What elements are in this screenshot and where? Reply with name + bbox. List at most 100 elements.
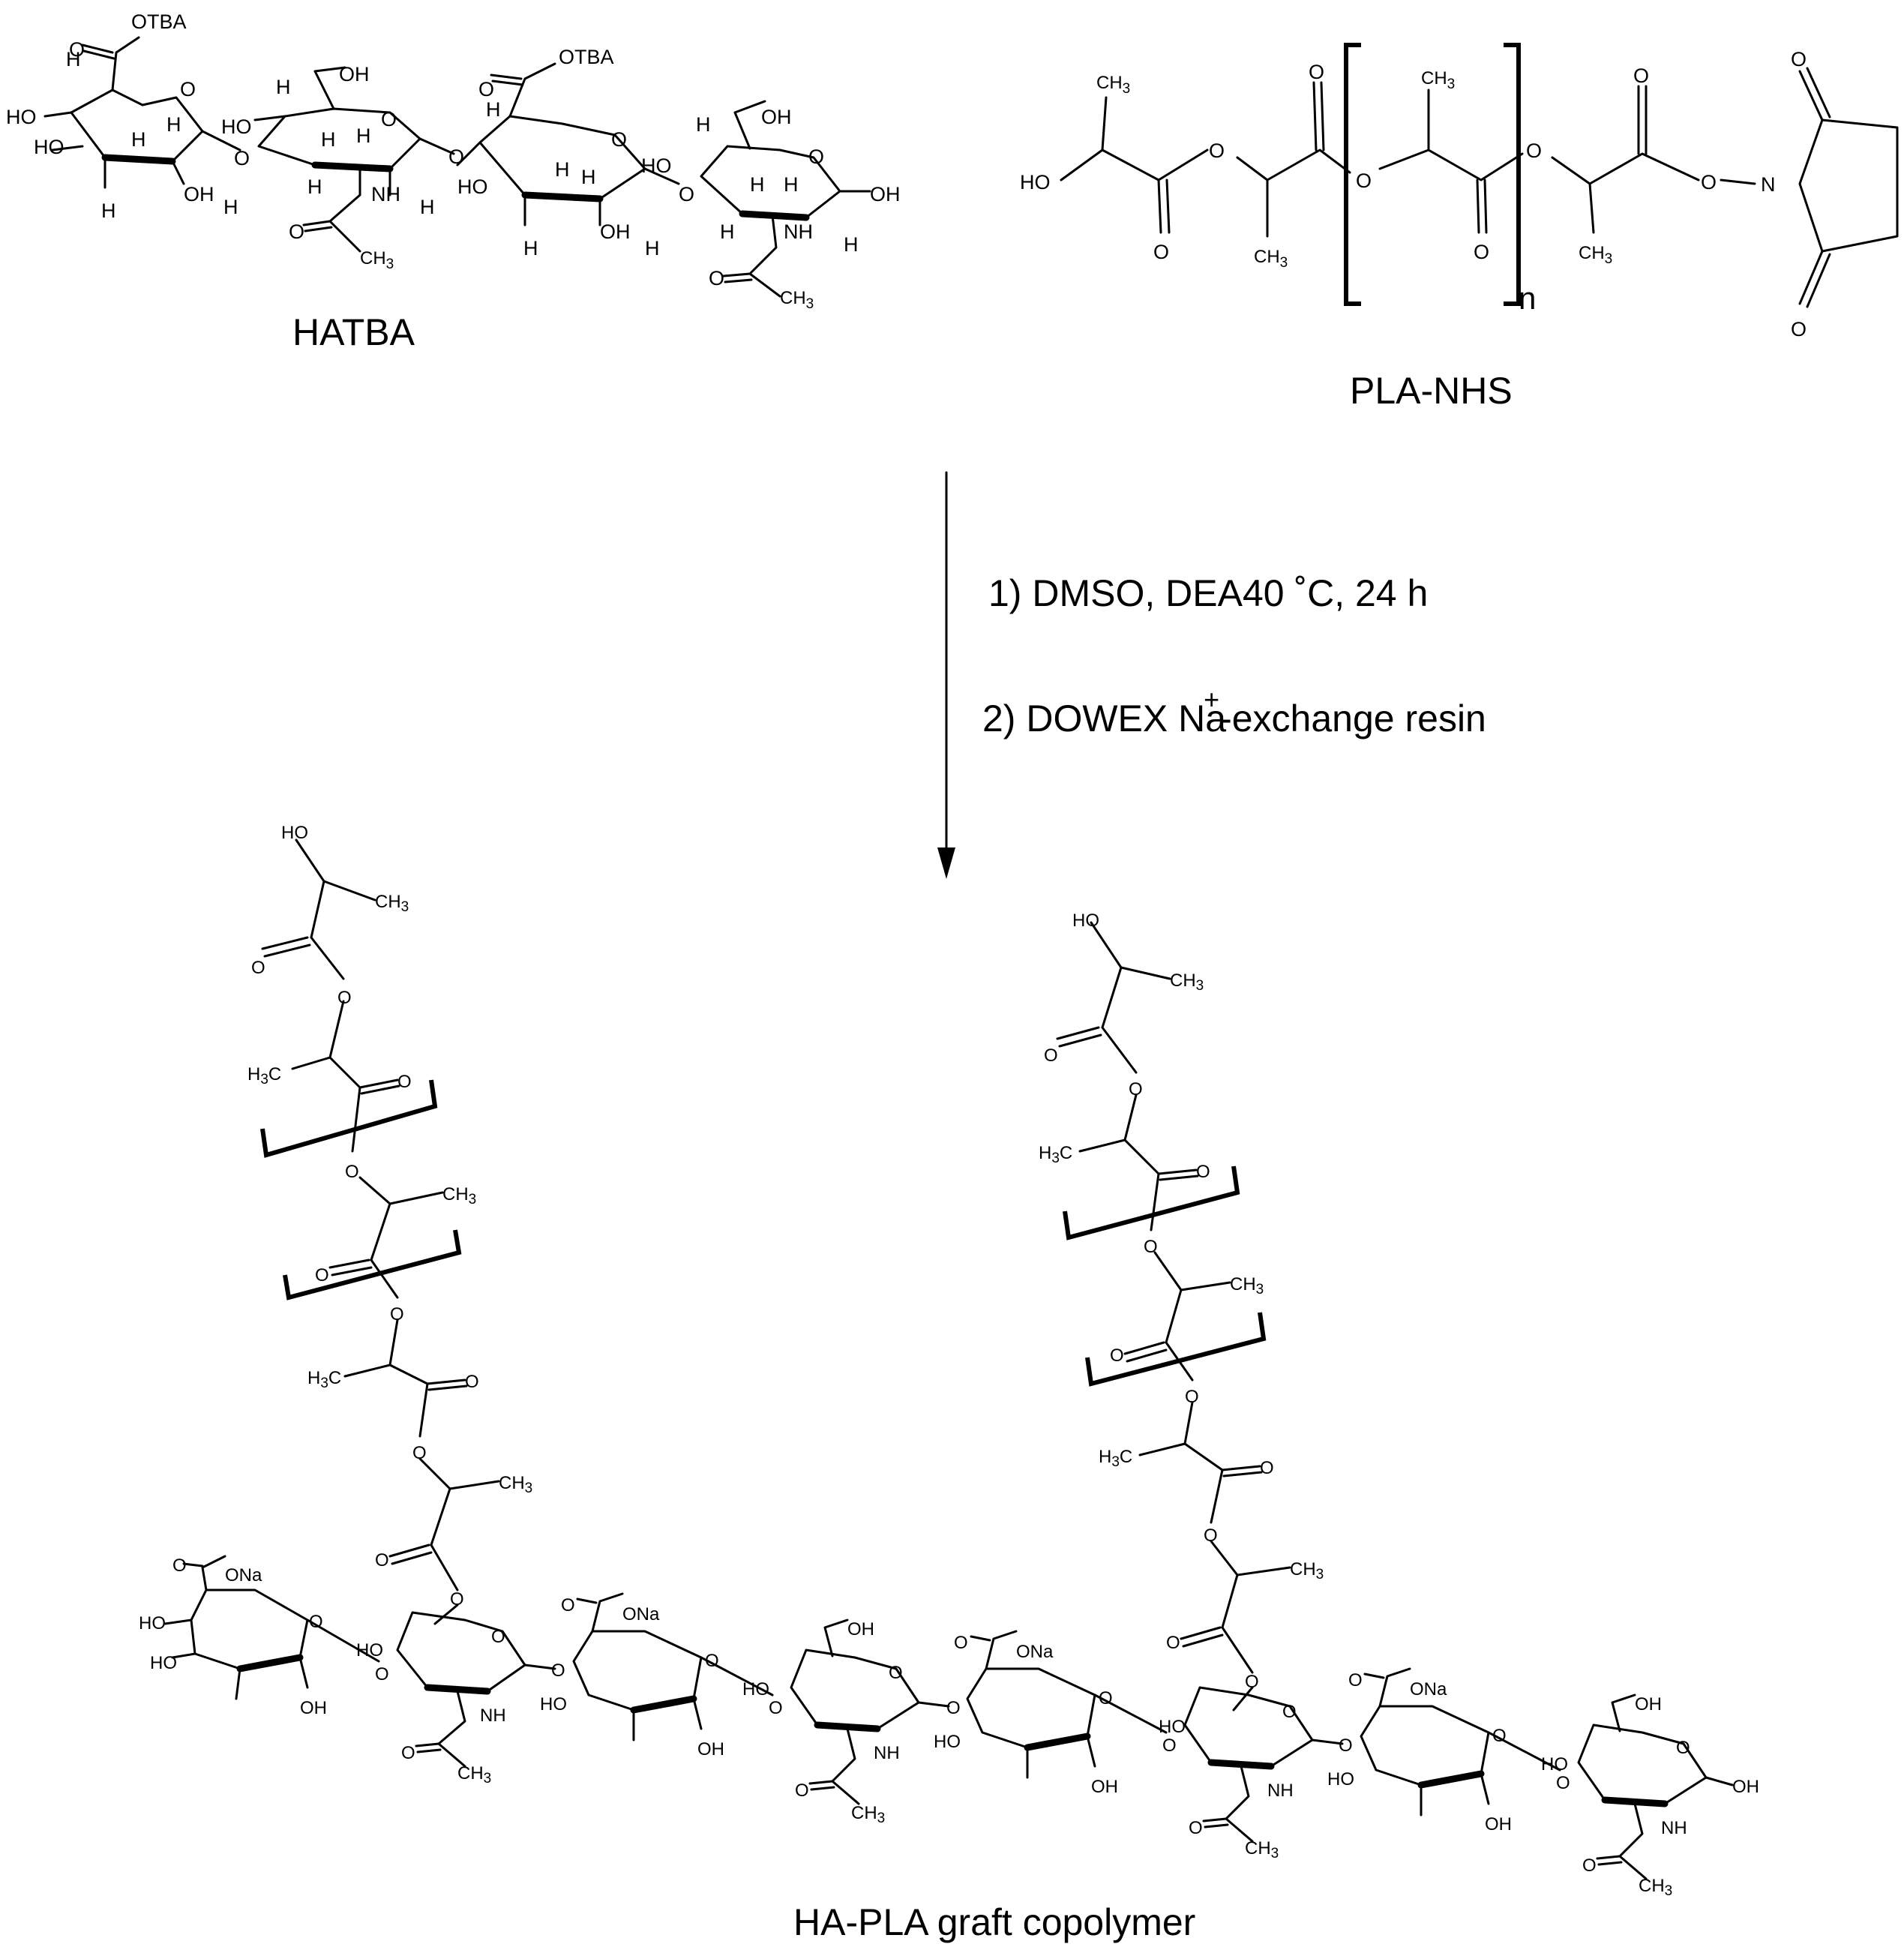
hatba-ch3: CH3 — [360, 248, 394, 272]
prod-o: O — [491, 1627, 505, 1647]
prod-o: O — [1260, 1458, 1274, 1478]
prod-o: O — [561, 1595, 575, 1616]
hatba-h: H — [581, 166, 596, 188]
pla-o: O — [1791, 318, 1807, 340]
prod-ch3: CH3 — [851, 1803, 885, 1826]
prod-o: O — [1676, 1738, 1690, 1758]
hatba-o: O — [381, 108, 397, 130]
prod-o: O — [769, 1698, 783, 1718]
pla-ch3: CH3 — [1096, 73, 1130, 97]
prod-ch3: CH3 — [442, 1184, 476, 1208]
product-structure: HO CH3 O O H3C O O CH3 O O H3C O O CH3 O… — [139, 823, 1759, 1899]
prod-o: O — [1582, 1856, 1597, 1876]
prod-ona: ONa — [225, 1565, 262, 1586]
hatba-h: H — [66, 48, 81, 70]
prod-oh: OH — [1485, 1814, 1512, 1834]
hatba-o: O — [289, 220, 304, 243]
prod-h3c: H3C — [247, 1064, 281, 1088]
hatba-h: H — [555, 158, 570, 181]
prod-ona: ONa — [1016, 1642, 1054, 1662]
pla-repeat-index: n — [1519, 280, 1536, 316]
pla-ho: HO — [1020, 171, 1051, 194]
prod-o: O — [1204, 1526, 1218, 1546]
hatba-h: H — [420, 196, 435, 218]
pla-o: O — [1633, 64, 1649, 87]
hatba-o: O — [478, 78, 494, 100]
prod-o: O — [1556, 1773, 1570, 1793]
prod-o: O — [251, 958, 265, 978]
prod-o: O — [795, 1780, 809, 1801]
prod-ch3: CH3 — [375, 892, 409, 915]
hatba-h: H — [486, 98, 501, 121]
prod-oh: OH — [300, 1698, 327, 1718]
prod-o: O — [705, 1651, 719, 1671]
pla-ch3: CH3 — [1579, 243, 1612, 267]
hatba-h: H — [223, 196, 238, 218]
hatba-h: H — [276, 76, 291, 98]
prod-ch3: CH3 — [1290, 1559, 1324, 1582]
product-label: HA-PLA graft copolymer — [793, 1901, 1195, 1943]
prod-o: O — [412, 1443, 427, 1463]
hatba-h: H — [784, 173, 799, 196]
prod-o: O — [1044, 1046, 1058, 1066]
prod-h3c: H3C — [1039, 1143, 1072, 1166]
hatba-oh: OH — [600, 220, 631, 243]
hatba-o: O — [69, 38, 85, 61]
prod-ho: HO — [934, 1732, 961, 1752]
prod-ho: HO — [1327, 1769, 1354, 1790]
prod-h3c: H3C — [307, 1368, 341, 1391]
prod-h3c: H3C — [1099, 1447, 1132, 1470]
prod-o: O — [1110, 1346, 1124, 1366]
pla-ch3: CH3 — [1421, 68, 1455, 92]
pla-o: O — [1701, 171, 1717, 194]
hatba-ho: HO — [641, 154, 672, 177]
pla-o: O — [1309, 61, 1324, 83]
hatba-oh: OH — [339, 63, 370, 86]
hatba-h: H — [645, 237, 660, 260]
pla-o: O — [1209, 140, 1225, 162]
hatba-ho: HO — [457, 176, 488, 198]
pla-o: O — [1356, 170, 1372, 192]
prod-ho: HO — [1159, 1717, 1186, 1737]
hatba-ho: HO — [6, 106, 37, 128]
prod-o: O — [1492, 1726, 1507, 1746]
hatba-o: O — [709, 267, 724, 290]
prod-o: O — [1282, 1702, 1297, 1722]
prod-o: O — [315, 1265, 329, 1286]
prod-o: O — [1162, 1736, 1177, 1756]
hatba-h: H — [356, 124, 371, 147]
hatba-structure: OTBA O HO HO OH O O OH HO O NH O CH3 O O… — [6, 10, 901, 312]
prod-o: O — [1348, 1670, 1363, 1690]
prod-ch3: CH3 — [1245, 1838, 1279, 1862]
pla-n: N — [1761, 173, 1776, 196]
hatba-ch3: CH3 — [780, 288, 814, 312]
prod-o: O — [375, 1550, 389, 1570]
hatba-otba-2: OTBA — [559, 46, 614, 68]
prod-ho: HO — [742, 1679, 769, 1700]
prod-o: O — [1166, 1633, 1180, 1653]
hatba-h: H — [523, 237, 538, 260]
prod-ch3: CH3 — [457, 1763, 491, 1786]
prod-oh: OH — [1732, 1777, 1759, 1797]
prod-o: O — [397, 1072, 412, 1092]
hatba-h: H — [750, 173, 765, 196]
hatba-h: H — [720, 220, 735, 243]
prod-o: O — [465, 1372, 479, 1392]
hatba-o: O — [180, 78, 196, 100]
hatba-oh: OH — [184, 183, 214, 206]
hatba-oh: OH — [870, 183, 901, 206]
reaction-arrow — [937, 471, 955, 879]
pla-nhs-label: PLA-NHS — [1350, 370, 1513, 412]
prod-nh: NH — [874, 1743, 900, 1763]
prod-ho: HO — [356, 1640, 383, 1660]
hatba-ho: HO — [34, 136, 64, 158]
hatba-o: O — [679, 183, 694, 206]
pla-o: O — [1474, 241, 1489, 263]
prod-o: O — [1144, 1237, 1158, 1257]
pla-o: O — [1153, 241, 1169, 263]
prod-o: O — [309, 1612, 323, 1632]
prod-o: O — [889, 1663, 903, 1683]
hatba-ho: HO — [221, 116, 252, 138]
hatba-nh: NH — [371, 183, 400, 206]
prod-ho: HO — [150, 1653, 177, 1673]
